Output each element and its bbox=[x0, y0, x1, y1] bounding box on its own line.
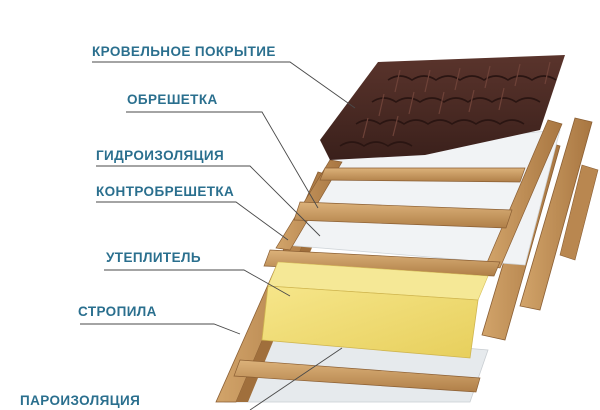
leader-vapor-barrier bbox=[249, 347, 343, 410]
leader-insulation bbox=[104, 269, 291, 297]
label-rafters: СТРОПИЛА bbox=[78, 304, 157, 319]
label-insulation: УТЕПЛИТЕЛЬ bbox=[106, 250, 201, 265]
tile-highlights bbox=[362, 61, 551, 139]
label-vapor-barrier: ПАРОИЗОЛЯЦИЯ bbox=[20, 393, 140, 408]
insulation-slab bbox=[261, 261, 489, 359]
roof-tiles-group bbox=[320, 55, 565, 160]
label-roof-covering: КРОВЕЛЬНОЕ ПОКРЫТИЕ bbox=[92, 44, 276, 59]
leader-battens bbox=[126, 111, 319, 209]
labels: КРОВЕЛЬНОЕ ПОКРЫТИЕ ОБРЕШЕТКА ГИДРОИЗОЛЯ… bbox=[20, 44, 276, 408]
label-counter-battens: КОНТРОБРЕШЕТКА bbox=[96, 184, 234, 199]
leader-lines bbox=[80, 61, 356, 410]
batten-3 bbox=[263, 249, 501, 277]
batten-1 bbox=[319, 167, 526, 183]
batten-2 bbox=[293, 201, 513, 229]
label-waterproofing: ГИДРОИЗОЛЯЦИЯ bbox=[96, 148, 224, 163]
leader-rafters bbox=[80, 323, 241, 335]
leader-counter-battens bbox=[96, 201, 289, 241]
battens-group bbox=[263, 167, 526, 277]
insulation-face bbox=[261, 285, 479, 359]
tile-field bbox=[320, 55, 565, 160]
tile-rows bbox=[339, 75, 557, 147]
leader-roof-covering bbox=[92, 61, 356, 109]
bottom-beam bbox=[233, 359, 481, 393]
label-battens: ОБРЕШЕТКА bbox=[127, 92, 218, 107]
rafter-far-right bbox=[559, 164, 599, 261]
rafter-right-lower bbox=[519, 117, 593, 311]
leader-waterproofing bbox=[96, 165, 321, 237]
